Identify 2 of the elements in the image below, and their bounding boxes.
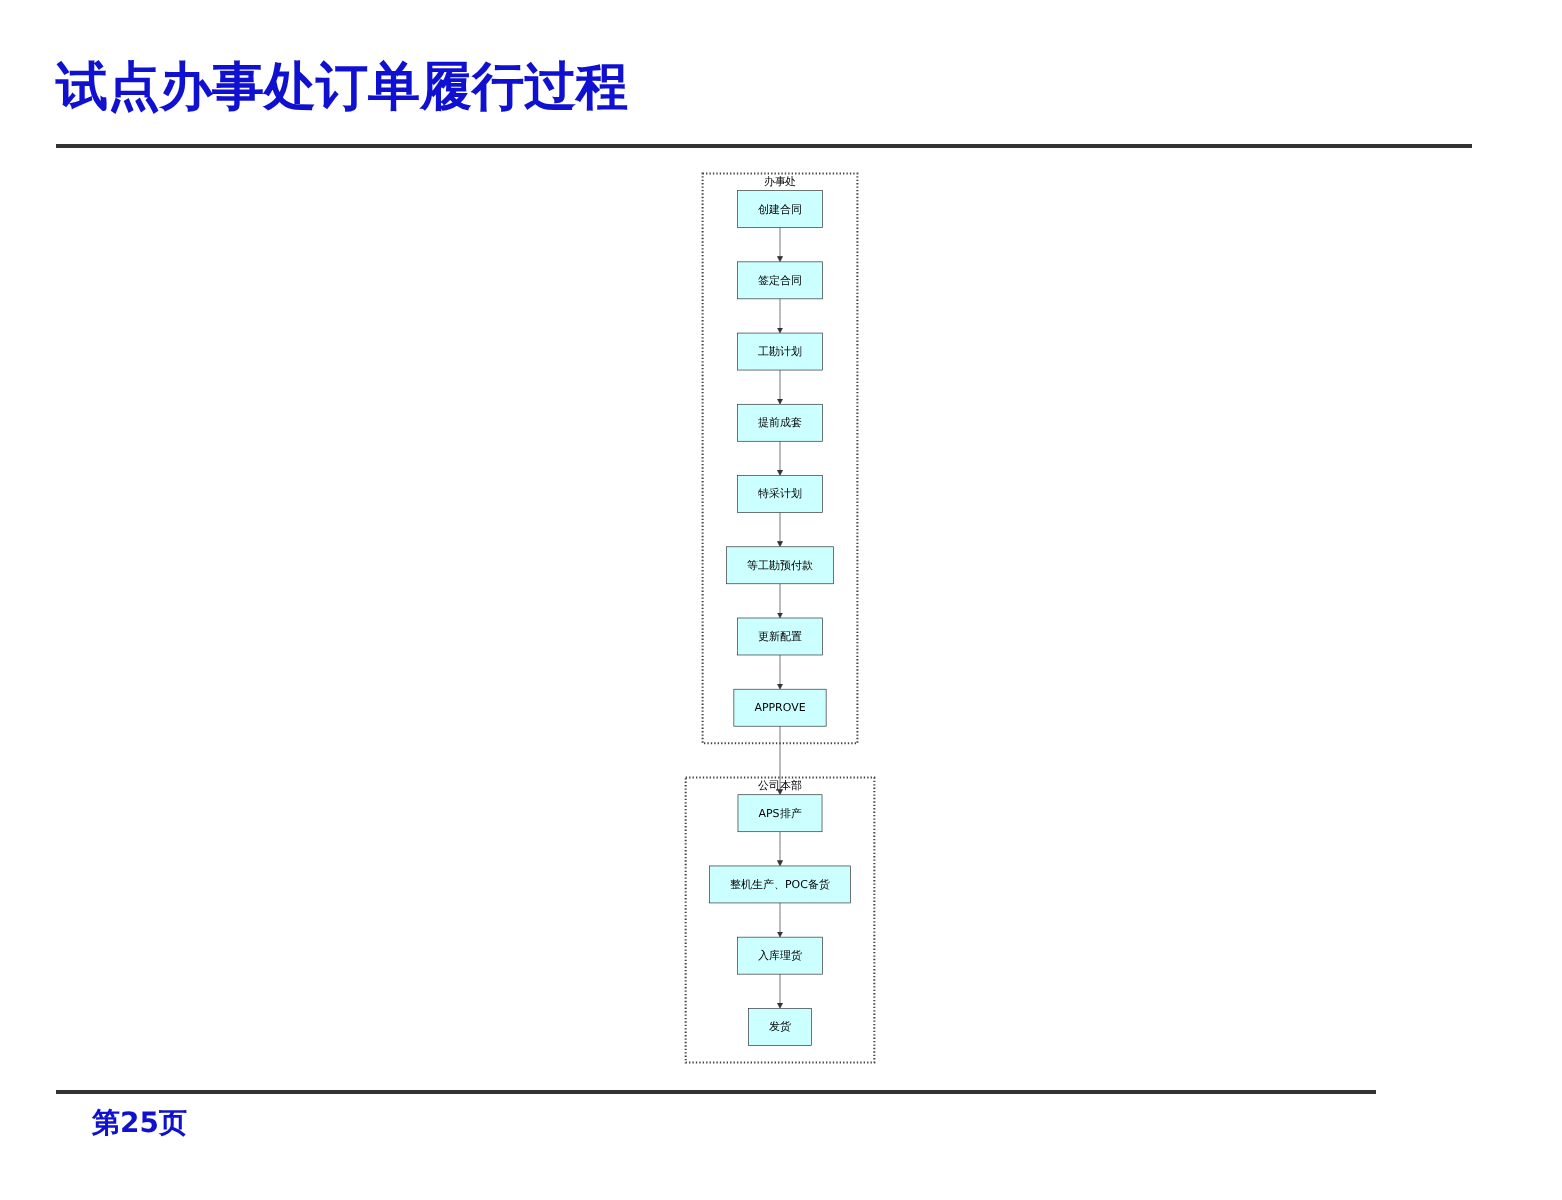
title: 试点办事处订单履行过程 — [56, 56, 628, 122]
page-number: 第25页 — [92, 1108, 187, 1140]
